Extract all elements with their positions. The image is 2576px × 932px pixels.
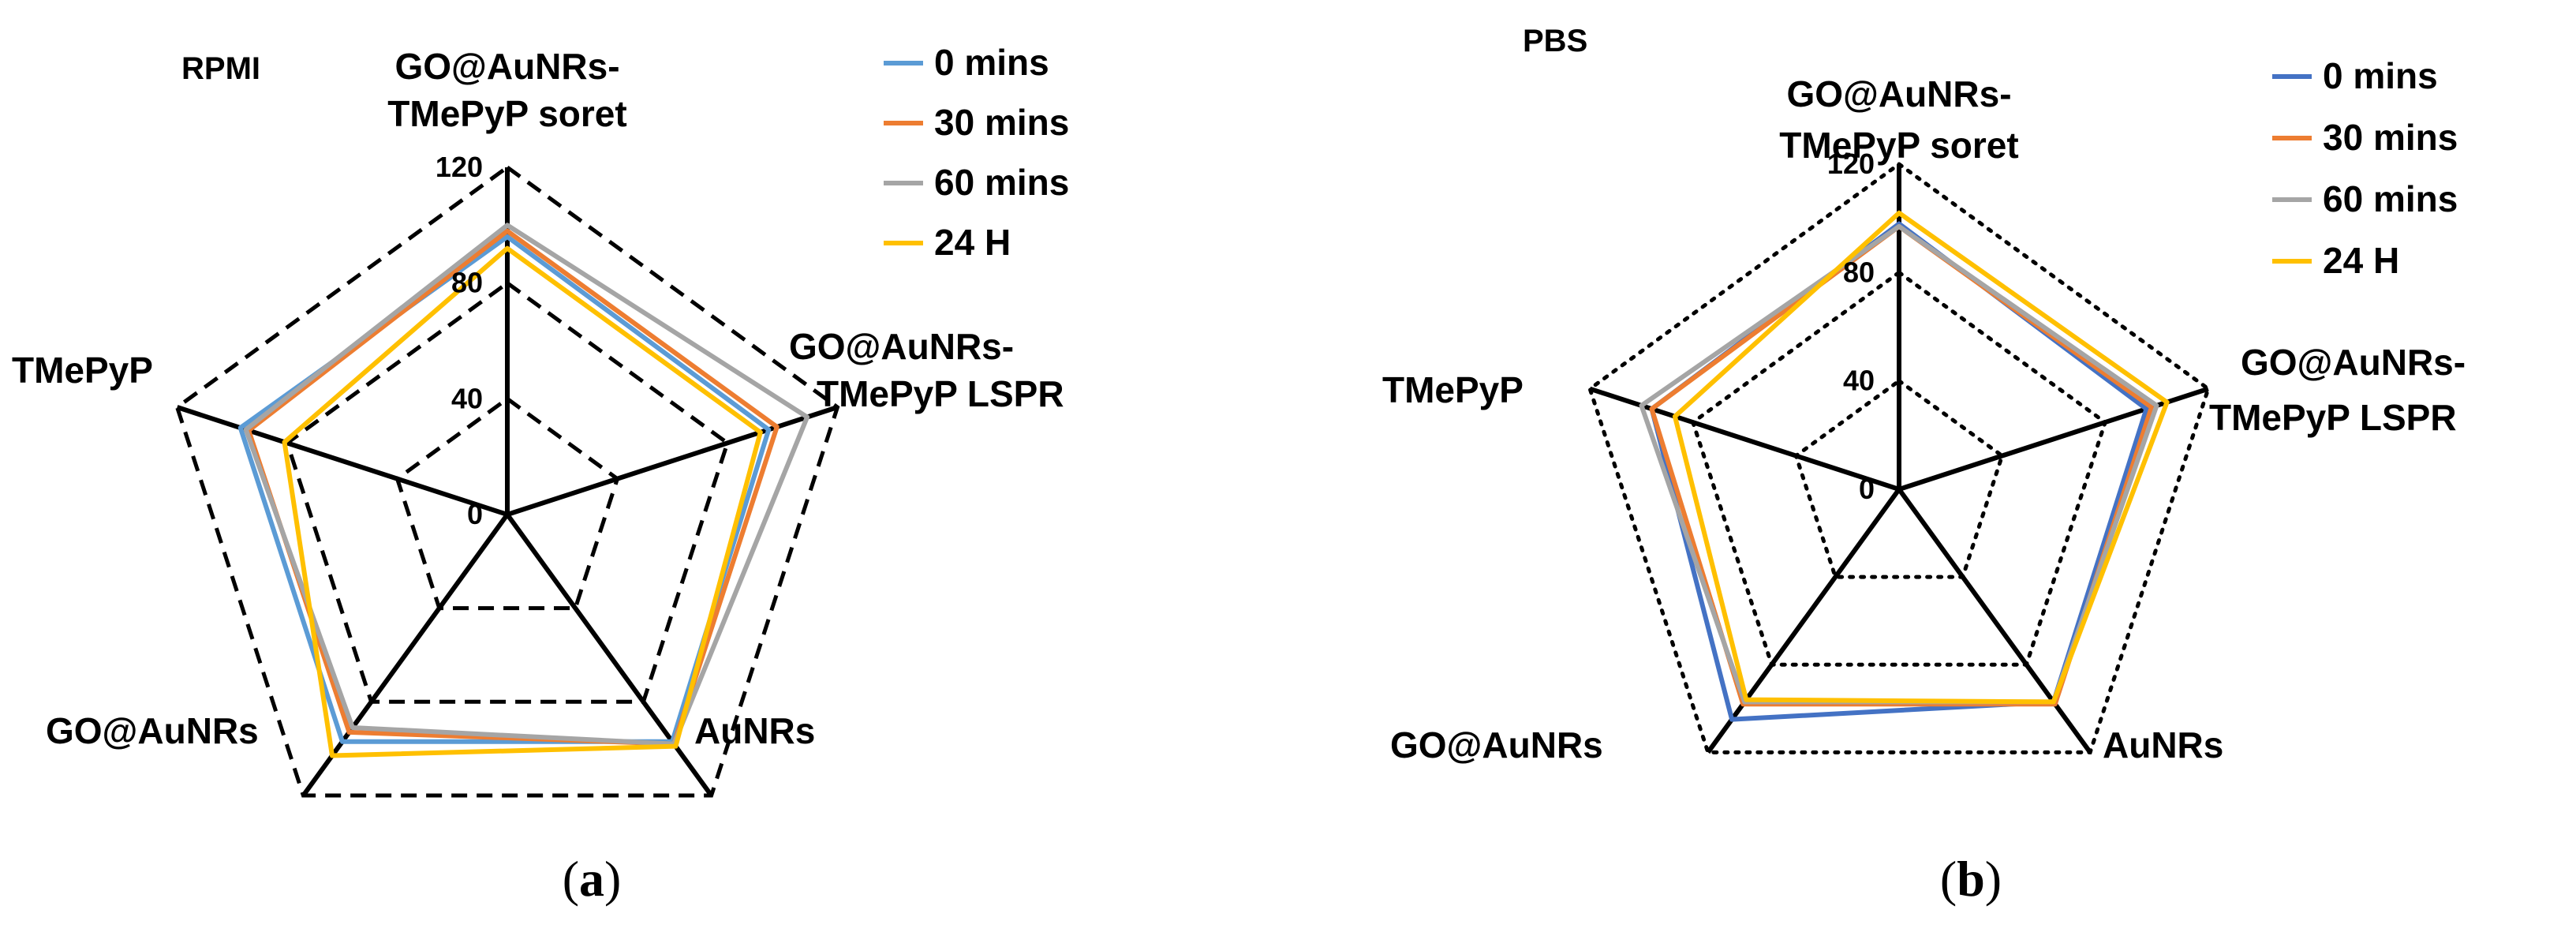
category-label: TMePyP soret xyxy=(1779,125,2018,166)
tick-label: 0 xyxy=(1859,473,1875,505)
grid-ring-40 xyxy=(394,396,620,611)
category-label: GO@AuNRs xyxy=(46,710,259,751)
legend-label: 60 mins xyxy=(2323,178,2458,219)
category-label: TMePyP LSPR xyxy=(817,373,1064,414)
category-label: TMePyP LSPR xyxy=(2209,397,2457,438)
axis-spoke xyxy=(1898,386,2209,492)
panel-label: (b) xyxy=(1940,851,2002,907)
series-line-24-h xyxy=(282,245,763,758)
legend-label: 24 H xyxy=(934,222,1011,263)
axis-spoke xyxy=(1897,488,2092,754)
tick-label: 80 xyxy=(451,267,483,299)
category-label: GO@AuNRs- xyxy=(2241,342,2466,383)
axis-spoke xyxy=(176,405,508,517)
legend-label: 24 H xyxy=(2323,240,2399,281)
tick-label: 0 xyxy=(467,498,483,530)
grid-ring-120 xyxy=(174,164,840,798)
axis-spoke xyxy=(505,513,714,797)
legend-label: 0 mins xyxy=(2323,55,2438,96)
series-line-24-h xyxy=(1672,210,2170,705)
series-line-60-mins xyxy=(243,223,810,747)
panel-label: (a) xyxy=(563,851,622,907)
category-label: GO@AuNRs- xyxy=(789,326,1014,367)
category-label: AuNRs xyxy=(694,710,815,751)
chart-title: RPMI xyxy=(181,51,260,86)
tick-label: 120 xyxy=(436,151,483,183)
tick-label: 40 xyxy=(1843,365,1875,397)
category-label: TMePyP xyxy=(12,350,153,391)
grid-ring-40 xyxy=(1793,378,2005,579)
tick-label: 40 xyxy=(451,382,483,414)
category-label: GO@AuNRs- xyxy=(394,46,619,87)
axis-spoke xyxy=(507,405,839,517)
legend-label: 60 mins xyxy=(934,162,1069,203)
tick-label: 80 xyxy=(1843,256,1875,288)
axis-spoke xyxy=(1589,386,1900,492)
series-line-30-mins xyxy=(246,228,780,747)
axis-spoke xyxy=(301,513,510,797)
legend: 0 mins 30 mins 60 mins 24 H xyxy=(884,42,1069,263)
series-line-0-mins xyxy=(237,234,772,744)
chart-title: PBS xyxy=(1523,24,1587,58)
category-label: GO@AuNRs- xyxy=(1786,73,2011,114)
legend: 0 mins 30 mins 60 mins 24 H xyxy=(2272,55,2458,281)
legend-label: 30 mins xyxy=(2323,117,2458,158)
category-label: AuNRs xyxy=(2103,724,2223,765)
tick-label: 120 xyxy=(1827,148,1875,180)
legend-label: 30 mins xyxy=(934,102,1069,143)
category-label: TMePyP xyxy=(1382,369,1524,410)
axis-spoke xyxy=(1706,488,1901,754)
legend-label: 0 mins xyxy=(934,42,1049,83)
grid-ring-120 xyxy=(1587,161,2211,754)
category-label: GO@AuNRs xyxy=(1390,724,1603,765)
grid-ring-80 xyxy=(1690,270,2108,667)
category-label: TMePyP soret xyxy=(387,93,626,134)
